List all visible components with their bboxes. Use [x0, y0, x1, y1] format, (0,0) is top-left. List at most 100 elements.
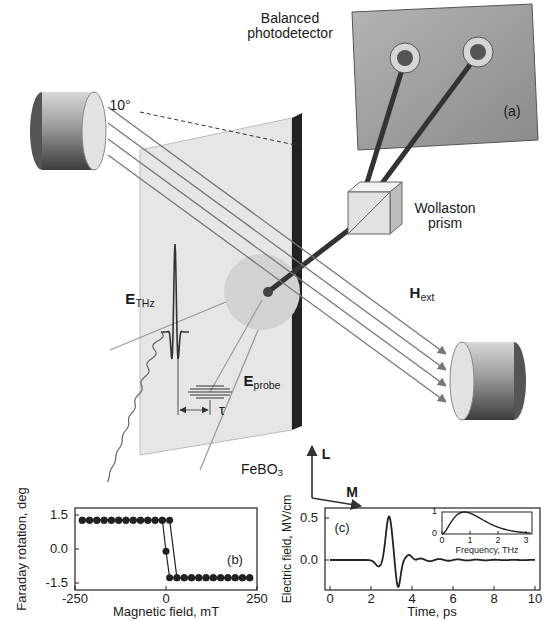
axis-title: Faraday rotation, deg: [15, 487, 29, 611]
delay-marker: [178, 345, 210, 415]
probe-pulse: [190, 395, 230, 396]
field-lines: [108, 155, 446, 402]
axis-title: Magnetic field, mT: [113, 605, 219, 619]
panel-letter: (a): [503, 104, 520, 119]
axis-title: Time, ps: [407, 605, 456, 619]
hysteresis-loop: [188, 574, 195, 581]
hysteresis-loop: [86, 517, 93, 524]
tick-mark: [75, 583, 79, 584]
thz-beam: [110, 300, 262, 470]
photodiode: [390, 43, 420, 73]
tick-label: 2: [495, 536, 500, 546]
vector-label: ETHz: [125, 291, 154, 308]
hysteresis-loop: [79, 517, 86, 524]
tick-label: 1: [467, 536, 472, 546]
field-lines: [108, 107, 446, 402]
hysteresis-loop: [246, 574, 253, 581]
tick-label: 1.5: [50, 508, 68, 522]
hysteresis-loop: [93, 517, 100, 524]
hysteresis-loop: [152, 517, 159, 524]
hysteresis-loop: [101, 517, 108, 524]
thz-beam: [110, 302, 226, 350]
tick-label: 8: [490, 592, 497, 606]
probe-beam: [380, 54, 478, 186]
field-lines: [108, 139, 446, 386]
probe-beam: [366, 60, 405, 186]
tick-label: 250: [246, 592, 268, 606]
tick-label: 0.0: [300, 553, 318, 567]
tick-mark: [325, 518, 329, 519]
probe-pulse: [196, 386, 224, 387]
plot-frame: [325, 508, 540, 590]
hysteresis-loop: [93, 517, 100, 524]
plot-frame: [442, 512, 532, 534]
wollaston-prism: [390, 182, 402, 234]
magnet: [450, 342, 474, 420]
hysteresis-loop: [108, 517, 115, 524]
hysteresis-loop: [195, 574, 202, 581]
hysteresis-loop: [144, 517, 151, 524]
hysteresis-loop: [203, 574, 210, 581]
plot-data: [75, 107, 535, 590]
delay-marker: [180, 410, 208, 411]
tick-label: -1.5: [46, 576, 68, 590]
hysteresis-loop: [188, 574, 195, 581]
axis-vector-label: L: [322, 447, 331, 462]
tick-mark: [75, 549, 79, 550]
delay-marker: [210, 400, 211, 415]
hysteresis-loop: [181, 574, 188, 581]
hysteresis-loop: [79, 517, 86, 524]
axis-title: Frequency, THz: [455, 546, 518, 556]
hysteresis-loop: [144, 517, 151, 524]
tick-mark: [257, 586, 258, 590]
hysteresis-loop: [239, 574, 246, 581]
hysteresis-loop: [101, 517, 108, 524]
hysteresis-loop: [115, 517, 122, 524]
hysteresis-loop: [130, 517, 137, 524]
spectrum-curve: [442, 512, 530, 534]
hysteresis-loop: [82, 520, 249, 578]
tick-mark: [371, 586, 372, 590]
hysteresis-loop: [239, 574, 246, 581]
sample-label: FeBO3: [241, 462, 283, 478]
reference-line: [140, 112, 300, 146]
hysteresis-loop: [173, 574, 180, 581]
tick-mark: [75, 515, 79, 516]
photodiode: [390, 37, 493, 73]
hysteresis-loop: [195, 574, 202, 581]
wollaston-prism: [348, 192, 390, 234]
plot-frame: [75, 508, 540, 590]
hysteresis-loop: [203, 574, 210, 581]
magnet: [450, 342, 526, 420]
hysteresis-loop: [166, 574, 173, 581]
component-label: Balanced photodetector: [238, 11, 342, 42]
tick-mark: [325, 560, 329, 561]
probe-beam: [263, 287, 273, 297]
tick-mark: [166, 586, 167, 590]
hysteresis-loop: [137, 517, 144, 524]
photodiode: [470, 44, 486, 60]
tick-mark: [412, 586, 413, 590]
tick-label: 0.5: [300, 511, 318, 525]
tick-label: 2: [367, 592, 374, 606]
hysteresis-loop: [137, 517, 144, 524]
wollaston-prism: [348, 182, 402, 234]
wollaston-prism: [348, 192, 390, 234]
vector-label: Hext: [410, 285, 435, 302]
tick-mark: [75, 515, 535, 590]
hysteresis-loop: [86, 517, 93, 524]
hysteresis-loop: [82, 520, 249, 578]
hysteresis-loop: [108, 517, 115, 524]
hysteresis-loop: [122, 517, 129, 524]
photodetector: [352, 4, 538, 150]
hysteresis-loop: [224, 574, 231, 581]
thz-waveform: [330, 517, 535, 587]
probe-pulse: [196, 398, 224, 399]
reference-line: [140, 112, 300, 146]
axis-vector-label: M: [346, 485, 358, 500]
hysteresis-loop: [217, 574, 224, 581]
hysteresis-loop: [166, 517, 173, 524]
hysteresis-loop: [159, 517, 166, 524]
